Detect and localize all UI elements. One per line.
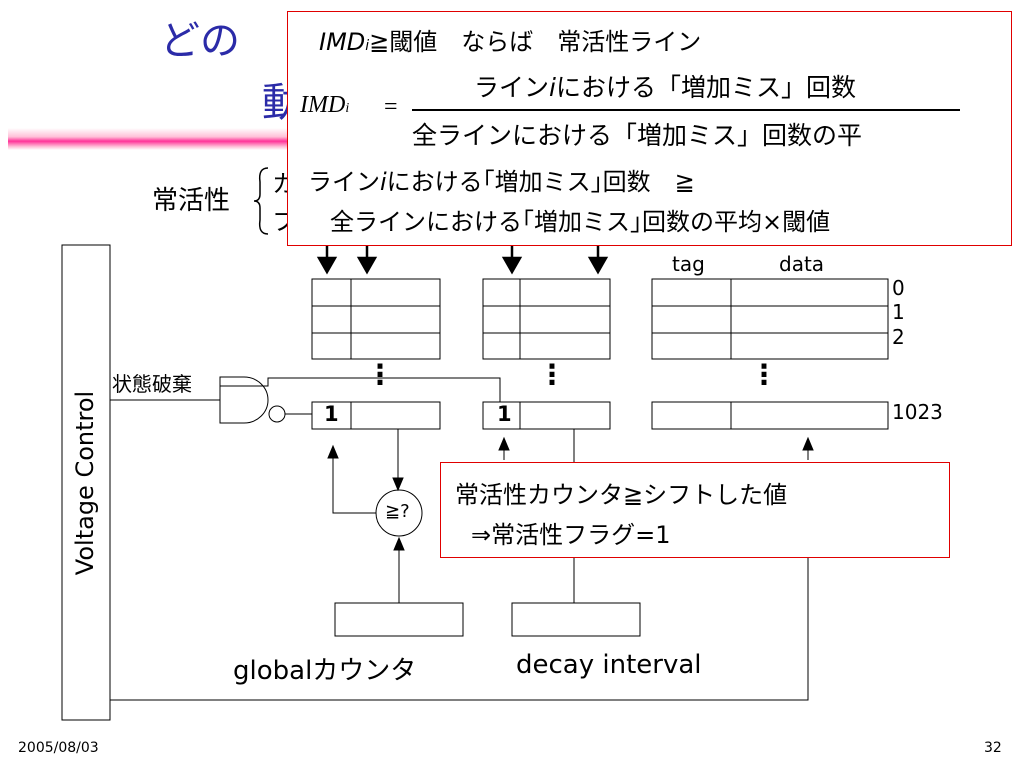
formula-denominator: 全ラインにおける「増加ミス」回数の平	[412, 121, 863, 150]
flag-value-array-2: 1	[497, 402, 512, 426]
array-1	[311, 278, 441, 430]
flag-value-array-1: 1	[324, 402, 339, 426]
footer-date: 2005/08/03	[18, 740, 99, 756]
cond-b: における｢増加ミス｣回数 ≧	[386, 168, 695, 196]
row-index-1023: 1023	[892, 400, 943, 424]
row-index-0: 0	[892, 276, 905, 300]
gate-wires	[110, 377, 501, 415]
decay-interval-label: decay interval	[516, 650, 702, 680]
condition-line-2: 全ラインにおける｢増加ミス｣回数の平均×閾値	[330, 208, 831, 236]
data-column-label: data	[779, 252, 825, 276]
left-brace	[253, 167, 269, 235]
title-underline	[8, 128, 308, 150]
decay-interval-box	[511, 602, 641, 637]
page-number: 32	[984, 740, 1002, 756]
comparator-label: ≧?	[385, 501, 410, 522]
voltage-control-box	[61, 244, 111, 721]
cond-a: ライン	[308, 168, 380, 196]
formula-numerator: ラインiにおける「増加ミス」回数	[474, 68, 856, 104]
formula-lhs-sub: i	[345, 101, 350, 116]
formula-equals: =	[384, 94, 398, 120]
state-destroy-label: 状態破棄	[112, 372, 192, 396]
slide-title-line1: どの	[160, 18, 240, 64]
cond-i: i	[380, 168, 387, 196]
headline-sub: i	[365, 38, 370, 54]
row-index-1: 1	[892, 300, 905, 324]
comparator-wires	[327, 429, 405, 603]
formula-lhs: IMDi	[300, 92, 349, 119]
numerator-i: i	[549, 73, 556, 102]
nand-gate	[219, 376, 286, 424]
array2-wires	[498, 429, 575, 603]
numerator-a: ライン	[474, 73, 550, 102]
input-arrows	[316, 240, 609, 275]
voltage-control-label: Voltage Control	[71, 390, 99, 576]
tag-column-label: tag	[672, 252, 705, 276]
headline-imd: IMD	[319, 28, 366, 56]
array3-wires	[110, 436, 814, 701]
array-2	[482, 278, 611, 430]
array-3	[651, 278, 889, 430]
flag-set-popup: 常活性カウンタ≧シフトした値 ⇒常活性フラグ=1	[440, 462, 950, 558]
row-index-2: 2	[892, 325, 905, 349]
popup-headline: IMDi≧閾値 ならば 常活性ライン	[319, 22, 701, 57]
global-counter-box	[334, 602, 464, 637]
condition-line-1: ラインiにおける｢増加ミス｣回数 ≧	[308, 162, 695, 197]
ellipsis-array-1: ⋮	[366, 358, 394, 391]
flag-popup-line1: 常活性カウンタ≧シフトした値	[455, 481, 788, 509]
always-active-label: 常活性	[152, 186, 231, 216]
flag-popup-line2: ⇒常活性フラグ=1	[471, 521, 671, 549]
headline-rest: ≧閾値 ならば 常活性ライン	[369, 28, 702, 56]
fraction-bar	[412, 109, 960, 111]
global-counter-label: globalカウンタ	[233, 656, 417, 686]
ellipsis-array-2: ⋮	[538, 358, 566, 391]
ellipsis-array-3: ⋮	[750, 358, 778, 391]
formula-lhs-imd: IMD	[300, 92, 346, 118]
imd-definition-popup: IMDi≧閾値 ならば 常活性ライン IMDi = ラインiにおける「増加ミス」…	[287, 11, 1012, 246]
numerator-b: における「増加ミス」回数	[555, 73, 856, 102]
